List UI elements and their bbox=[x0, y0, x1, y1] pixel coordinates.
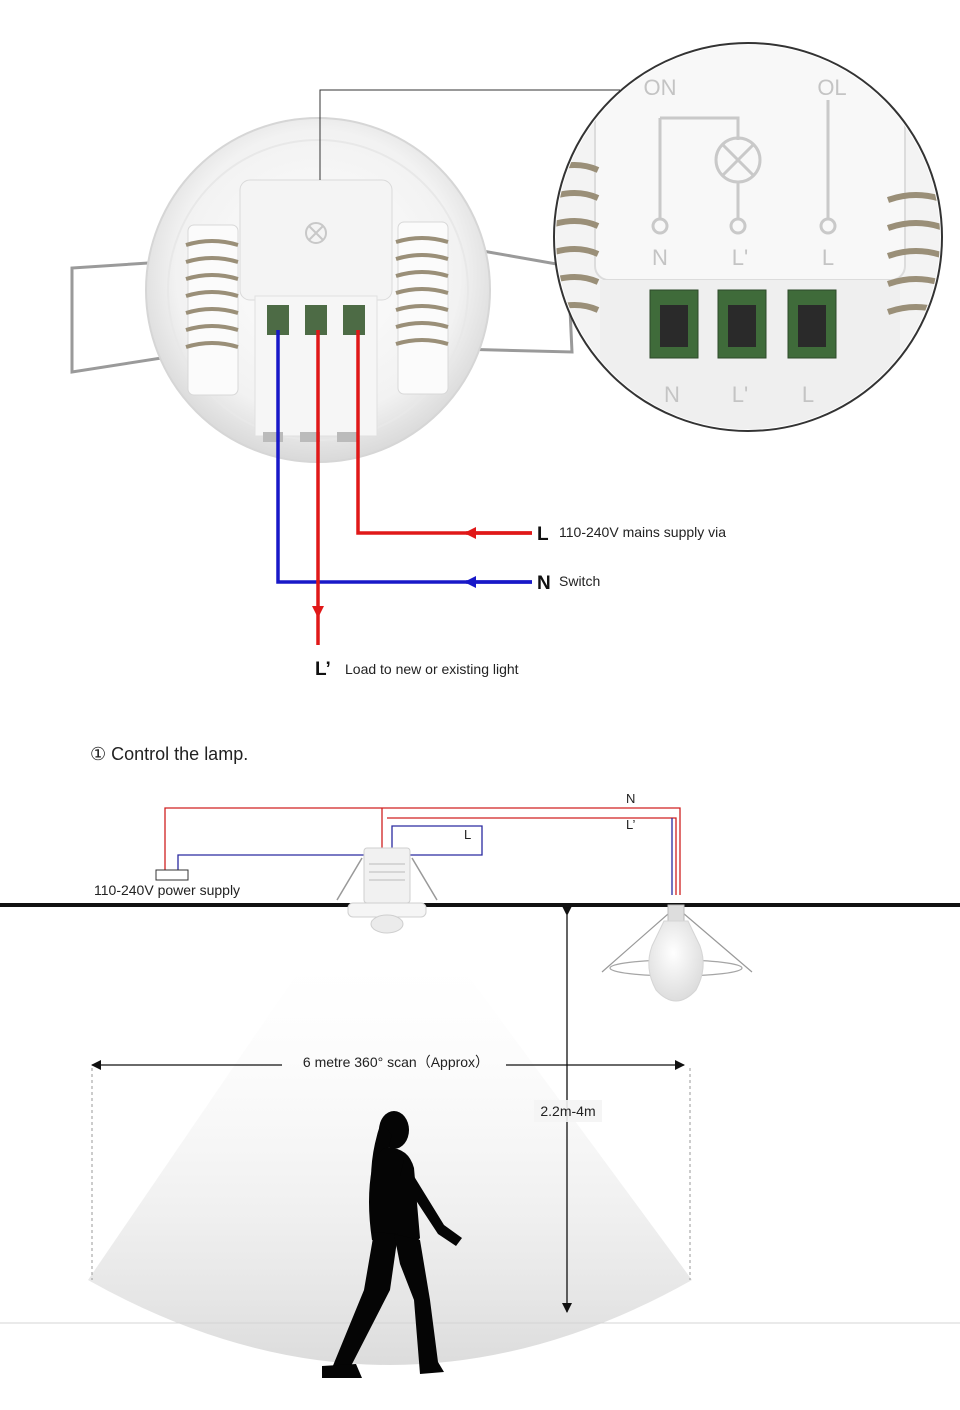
power-supply-label: 110-240V power supply bbox=[94, 882, 240, 898]
wire-text-n: Switch bbox=[559, 573, 600, 589]
scene-label-lprime: L’ bbox=[626, 817, 636, 832]
sensor-lens bbox=[370, 914, 404, 934]
scan-label: 6 metre 360° scan（Approx） bbox=[303, 1054, 489, 1070]
walking-person-icon bbox=[322, 1111, 462, 1378]
terminal-n bbox=[267, 305, 289, 335]
terminal-l bbox=[343, 305, 365, 335]
wire-letter-l: L bbox=[537, 524, 549, 545]
power-supply-block bbox=[155, 869, 189, 881]
wire-letter-lprime: L’ bbox=[315, 659, 331, 680]
sensor-back-view bbox=[70, 117, 574, 463]
zoom-leader-line bbox=[319, 89, 620, 180]
scene-wires bbox=[164, 807, 681, 895]
left-spring bbox=[185, 239, 239, 349]
terminal-lprime bbox=[305, 305, 327, 335]
top-wires bbox=[276, 330, 532, 645]
zoom-mark-on: ON bbox=[644, 75, 677, 100]
zoom-mark-n-bottom: N bbox=[664, 382, 680, 407]
zoom-mark-ol: OL bbox=[817, 75, 846, 100]
ceiling-lamp bbox=[601, 904, 753, 1002]
right-spring bbox=[395, 236, 449, 346]
zoom-mark-l-bottom: L bbox=[802, 382, 814, 407]
scene-label-n: N bbox=[626, 791, 635, 806]
wire-letter-n: N bbox=[537, 573, 551, 594]
height-label: 2.2m-4m bbox=[540, 1103, 595, 1119]
zoom-mark-lprime-top: L' bbox=[732, 245, 748, 270]
scene-label-l: L bbox=[464, 827, 471, 842]
neutral-wire bbox=[276, 330, 532, 584]
wire-text-lprime: Load to new or existing light bbox=[345, 661, 519, 677]
light-bulb-icon bbox=[648, 920, 704, 1002]
terminal-cover bbox=[239, 179, 393, 301]
zoom-mark-l-top: L bbox=[822, 245, 834, 270]
small-lamp-symbol-icon bbox=[305, 222, 327, 244]
left-spring-clip bbox=[70, 258, 201, 374]
terminal-zoom-view: ON OL N L' L N L' L bbox=[553, 42, 943, 432]
zoom-mark-lprime-bottom: L' bbox=[732, 382, 748, 407]
ceiling-sensor bbox=[336, 847, 438, 934]
section-heading: ① Control the lamp. bbox=[90, 744, 248, 764]
wire-text-l: 110-240V mains supply via bbox=[559, 524, 726, 540]
zoom-mark-n-top: N bbox=[652, 245, 668, 270]
